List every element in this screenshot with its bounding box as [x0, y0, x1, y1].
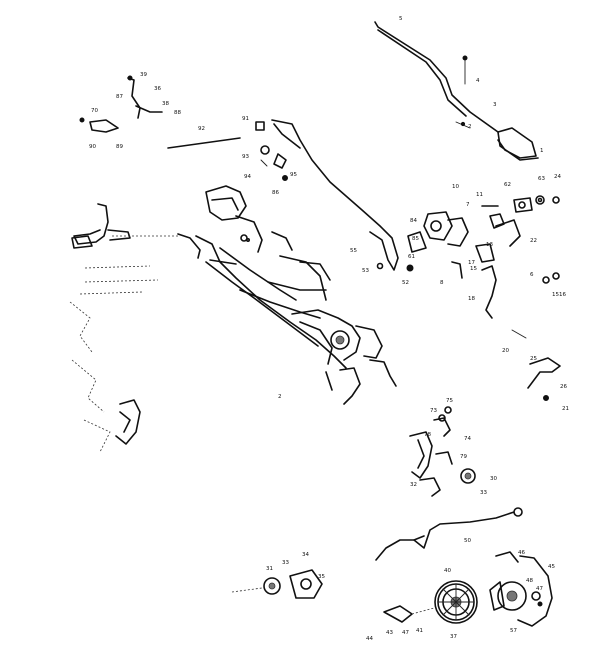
part-label: 94 — [244, 174, 251, 180]
left-assembly — [69, 203, 201, 453]
part-label: 34 — [302, 552, 309, 558]
part-label: 38 — [162, 101, 169, 107]
part-label: 74 — [464, 436, 471, 442]
middle-right-small-assembly — [409, 406, 476, 497]
part-label: 44 — [366, 636, 373, 642]
part-label: 46 — [518, 550, 525, 556]
main-frame — [195, 185, 397, 405]
part-label: 48 — [526, 578, 533, 584]
part-label: 79 — [460, 454, 467, 460]
right-lower-levers — [451, 261, 561, 401]
part-label: 61 — [408, 254, 415, 260]
part-label: 63 — [538, 176, 545, 182]
part-label: 57 — [510, 628, 517, 634]
part-label: 90 — [89, 144, 96, 150]
part-label: 24 — [554, 174, 561, 180]
part-label: 92 — [198, 126, 205, 132]
part-label: 20 — [502, 348, 509, 354]
part-label: 40 — [444, 568, 451, 574]
pushrod — [167, 137, 241, 149]
part-label: 6 — [530, 272, 534, 278]
part-label: 84 — [410, 218, 417, 224]
part-label: 18 — [468, 296, 475, 302]
part-label: 89 — [116, 144, 123, 150]
part-label: 2 — [278, 394, 282, 400]
part-label: 93 — [242, 154, 249, 160]
part-label: 8 — [440, 280, 444, 286]
part-label: 2 — [468, 124, 472, 130]
part-label: 7 — [466, 202, 470, 208]
part-label: 55 — [350, 248, 357, 254]
part-label: 10 — [452, 184, 459, 190]
top-left-small-parts — [79, 75, 163, 133]
part-label: 37 — [450, 634, 457, 640]
part-label: 33 — [282, 560, 289, 566]
part-label: 52 — [402, 280, 409, 286]
part-label: 21 — [562, 406, 569, 412]
part-label: 53 — [362, 268, 369, 274]
part-label: 33 — [480, 490, 487, 496]
part-label: 25 — [530, 356, 537, 362]
part-label: 22 — [530, 238, 537, 244]
part-label: 35 — [318, 574, 325, 580]
part-label: 4 — [476, 78, 480, 84]
bottom-right-disc — [489, 551, 553, 627]
part-label: 13 — [486, 242, 493, 248]
part-label: 11 — [476, 192, 483, 198]
part-label: 47 — [536, 586, 543, 592]
part-label: 45 — [548, 564, 555, 570]
part-label: 3 — [493, 102, 497, 108]
part-label: 1516 — [552, 292, 566, 298]
part-label: 15 — [470, 266, 477, 272]
right-middle-cluster — [376, 195, 560, 272]
part-label: 1 — [540, 148, 544, 154]
part-label: 78 — [424, 432, 431, 438]
part-label: 85 — [412, 236, 419, 242]
top-right-lever-bracket — [374, 21, 539, 161]
bottom-left-gear — [231, 569, 323, 599]
center-lever — [255, 119, 399, 271]
part-label: 39 — [140, 72, 147, 78]
part-label: 50 — [464, 538, 471, 544]
part-label: 62 — [504, 182, 511, 188]
part-label: 88 — [174, 110, 181, 116]
part-label: 26 — [560, 384, 567, 390]
part-label: 17 — [468, 260, 475, 266]
part-label: 36 — [154, 86, 161, 92]
part-label: 73 — [430, 408, 437, 414]
part-label: 91 — [242, 116, 249, 122]
part-label: 95 — [290, 172, 297, 178]
part-label: 87 — [116, 94, 123, 100]
part-label: 86 — [272, 190, 279, 196]
part-label: 5 — [399, 16, 403, 22]
part-label: 47 — [402, 630, 409, 636]
part-label: 31 — [266, 566, 273, 572]
part-label: 75 — [446, 398, 453, 404]
bottom-center-gear — [383, 580, 478, 624]
part-number-labels: 5 4 3 1 2 39 87 36 38 88 70 92 90 89 91 … — [89, 16, 569, 642]
part-label: 41 — [416, 628, 423, 634]
part-label: 32 — [410, 482, 417, 488]
part-label: 70 — [91, 108, 98, 114]
cable — [375, 507, 523, 561]
part-label: 30 — [490, 476, 497, 482]
part-label: 43 — [386, 630, 393, 636]
